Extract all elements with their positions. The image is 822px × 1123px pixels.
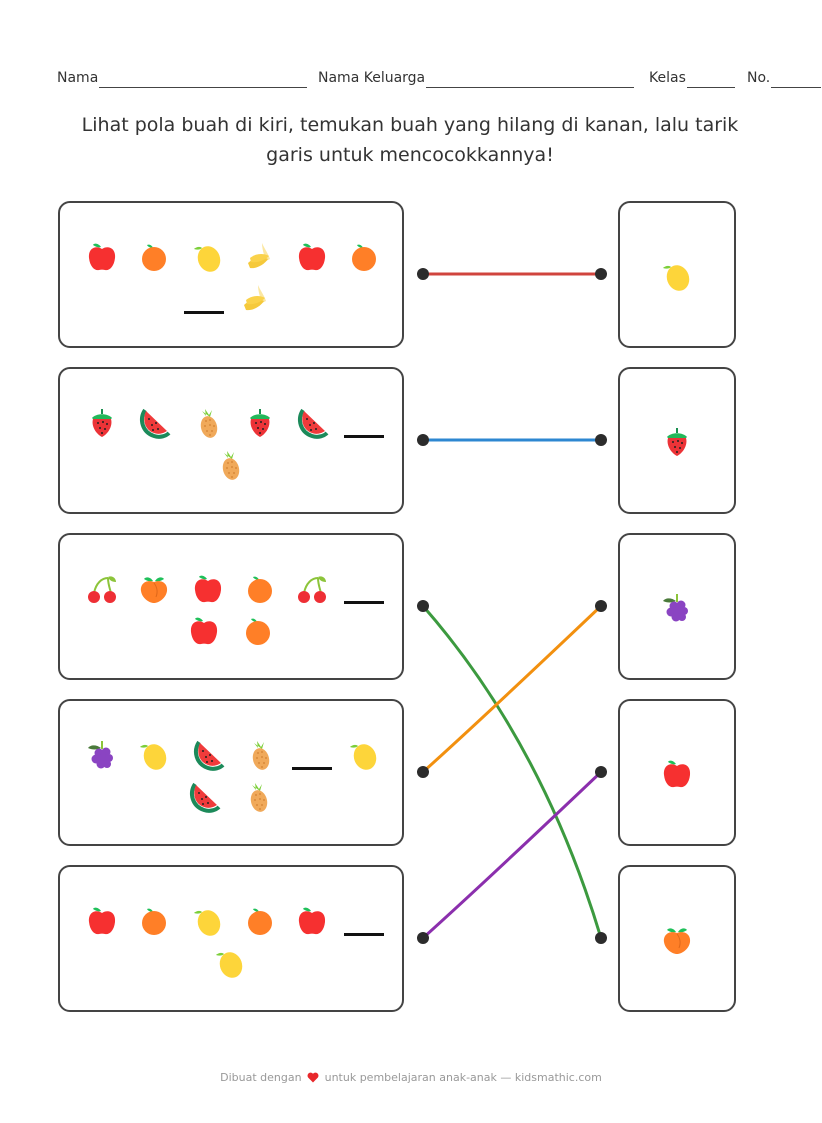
apple-icon: [84, 239, 120, 275]
apple-icon: [190, 571, 226, 607]
apple-icon: [294, 239, 330, 275]
pattern-box-2: [58, 367, 404, 514]
lemon-icon: [212, 945, 248, 981]
grapes-icon: [84, 737, 120, 773]
family-name-label: Nama Keluarga: [318, 70, 426, 86]
matching-line-3: [421, 604, 603, 940]
pattern-box-4: [58, 699, 404, 846]
number-field[interactable]: No.: [747, 68, 822, 88]
name-blank-line[interactable]: [99, 73, 308, 88]
class-blank-line[interactable]: [686, 73, 735, 88]
student-info-row: Nama Nama Keluarga Kelas No.: [57, 68, 822, 90]
orange-icon: [346, 239, 382, 275]
left-connection-dot-3[interactable]: [417, 600, 429, 612]
apple-icon: [84, 903, 120, 939]
lemon-icon: [190, 903, 226, 939]
matching-line-4: [421, 604, 603, 774]
missing-fruit-blank: [344, 435, 384, 438]
instructions: Lihat pola buah di kiri, temukan buah ya…: [60, 110, 760, 170]
pattern-box-3: [58, 533, 404, 680]
orange-icon: [242, 903, 278, 939]
peach-icon: [136, 571, 172, 607]
left-connection-dot-4[interactable]: [417, 766, 429, 778]
banana-icon: [238, 281, 274, 317]
apple-icon: [186, 613, 222, 649]
family-name-field[interactable]: Nama Keluarga: [318, 68, 635, 88]
left-connection-dot-5[interactable]: [417, 932, 429, 944]
missing-fruit-blank: [344, 601, 384, 604]
heart-icon: [307, 1072, 319, 1086]
instructions-line-2: garis untuk mencocokkannya!: [266, 144, 554, 166]
peach-icon: [659, 922, 695, 958]
watermelon-icon: [190, 737, 226, 773]
lemon-icon: [346, 737, 382, 773]
banana-icon: [242, 239, 278, 275]
pineapple-icon: [212, 447, 248, 483]
pattern-box-1: [58, 201, 404, 348]
footer-text-before: Dibuat dengan: [220, 1071, 302, 1084]
footer: Dibuat dengan untuk pembelajaran anak-an…: [0, 1071, 822, 1086]
name-field[interactable]: Nama: [57, 68, 308, 88]
left-connection-dot-2[interactable]: [417, 434, 429, 446]
watermelon-icon: [136, 405, 172, 441]
pattern-box-5: [58, 865, 404, 1012]
footer-text-after: untuk pembelajaran anak-anak — kidsmathi…: [324, 1071, 602, 1084]
apple-icon: [294, 903, 330, 939]
instructions-line-1: Lihat pola buah di kiri, temukan buah ya…: [81, 114, 739, 136]
name-label: Nama: [57, 70, 99, 86]
number-label: No.: [747, 70, 771, 86]
cherry-icon: [294, 571, 330, 607]
orange-icon: [240, 613, 276, 649]
orange-icon: [136, 903, 172, 939]
apple-icon: [659, 756, 695, 792]
matching-line-5: [421, 770, 603, 940]
grapes-icon: [659, 590, 695, 626]
right-connection-dot-5[interactable]: [595, 932, 607, 944]
right-connection-dot-2[interactable]: [595, 434, 607, 446]
class-label: Kelas: [649, 70, 686, 86]
family-name-blank-line[interactable]: [426, 73, 635, 88]
lemon-icon: [136, 737, 172, 773]
strawberry-icon: [242, 405, 278, 441]
lemon-icon: [190, 239, 226, 275]
missing-fruit-blank: [184, 311, 224, 314]
right-connection-dot-3[interactable]: [595, 600, 607, 612]
orange-icon: [242, 571, 278, 607]
strawberry-icon: [84, 405, 120, 441]
left-connection-dot-1[interactable]: [417, 268, 429, 280]
cherry-icon: [84, 571, 120, 607]
watermelon-icon: [186, 779, 222, 815]
pineapple-icon: [242, 737, 278, 773]
orange-icon: [136, 239, 172, 275]
number-blank-line[interactable]: [771, 73, 822, 88]
missing-fruit-blank: [292, 767, 332, 770]
right-connection-dot-1[interactable]: [595, 268, 607, 280]
missing-fruit-blank: [344, 933, 384, 936]
strawberry-icon: [659, 424, 695, 460]
pineapple-icon: [240, 779, 276, 815]
lemon-icon: [659, 258, 695, 294]
right-connection-dot-4[interactable]: [595, 766, 607, 778]
class-field[interactable]: Kelas: [649, 68, 735, 88]
watermelon-icon: [294, 405, 330, 441]
pineapple-icon: [190, 405, 226, 441]
